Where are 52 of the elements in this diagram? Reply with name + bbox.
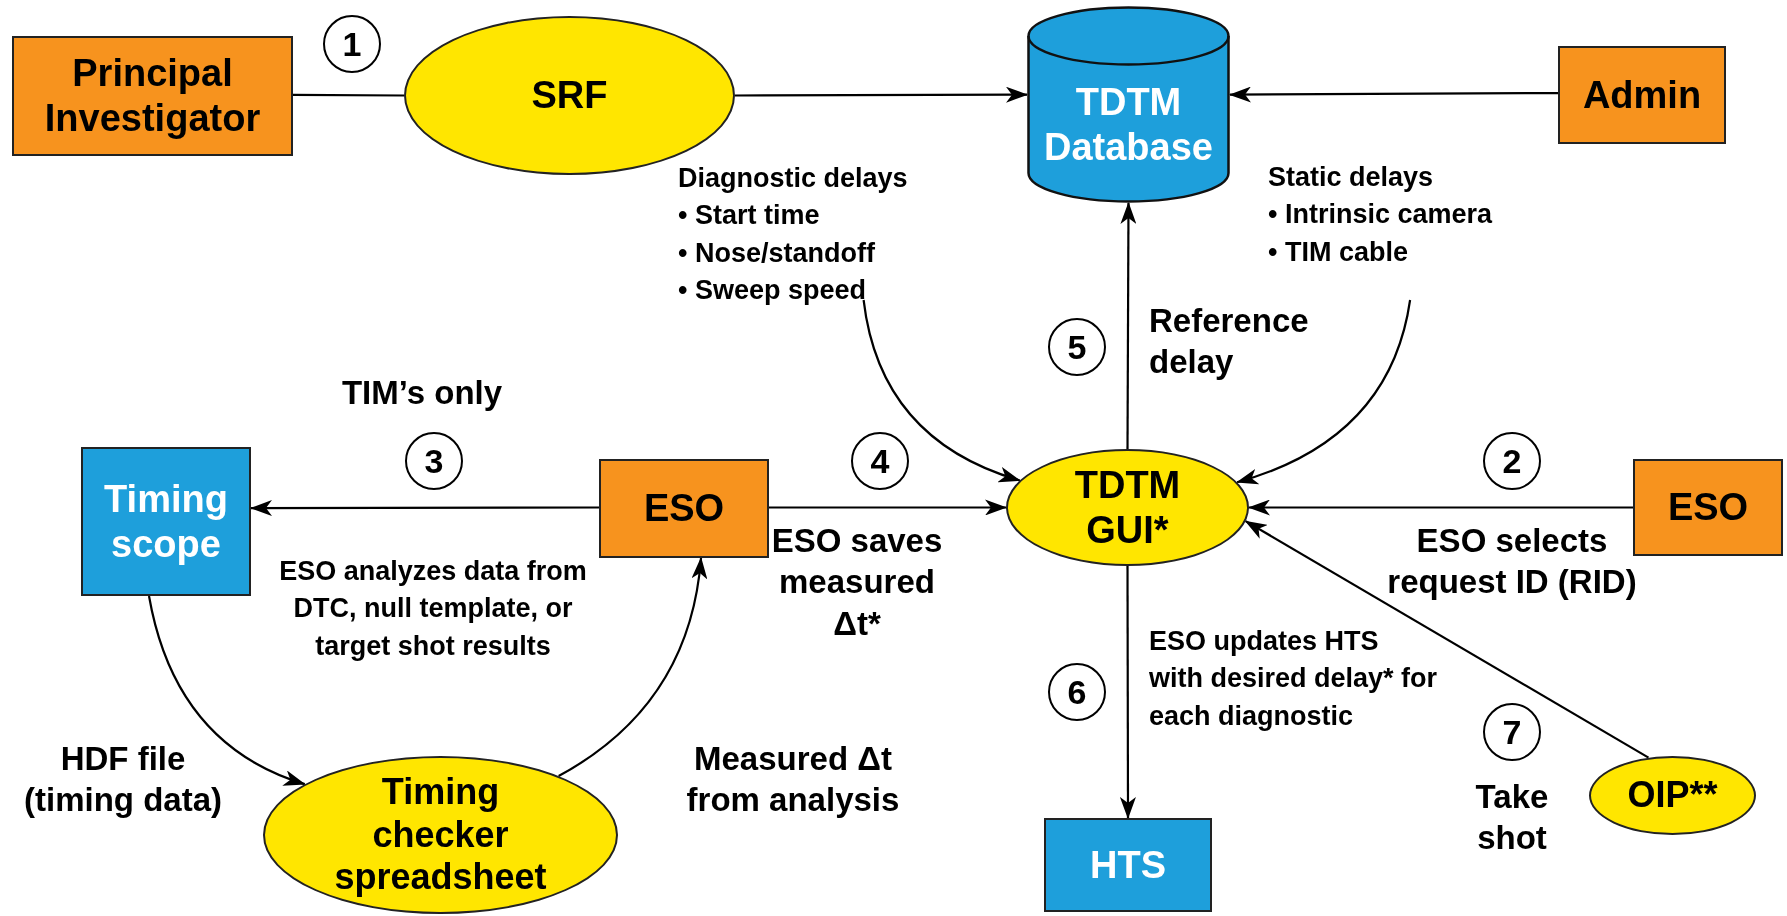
list-item: • Start time	[678, 199, 820, 233]
process-box	[1633, 459, 1783, 556]
list-heading: Diagnostic delays	[678, 162, 908, 195]
process-box	[12, 36, 293, 156]
annotation-text: ESO selects request ID (RID)	[1387, 521, 1637, 603]
list-item: • TIM cable	[1268, 235, 1408, 269]
annotation-text: ESO analyzes data from DTC, null template, or target shot results	[278, 555, 588, 663]
node-label: TDTM Database	[1043, 79, 1214, 170]
node-label: Timing checker spreadsheet	[333, 771, 548, 899]
arrow	[862, 299, 1021, 482]
node-label: OIP**	[1627, 774, 1718, 817]
node-label: SRF	[531, 73, 608, 118]
annotation-text: Take shot	[1474, 777, 1550, 859]
list-item: • Intrinsic camera	[1268, 198, 1493, 232]
annotation-text: Measured Δt from analysis	[685, 739, 901, 821]
node-label: Principal Investigator	[43, 51, 262, 141]
arrow	[250, 500, 599, 517]
node-label: TDTM GUI*	[1073, 462, 1182, 553]
node-label: Timing scope	[103, 476, 229, 567]
process-box	[599, 459, 769, 558]
list-heading: Static delays	[1268, 161, 1434, 194]
annotation-text: ESO saves measured Δt*	[770, 521, 944, 644]
arrow	[735, 86, 1028, 103]
callout-number: 6	[1048, 663, 1106, 721]
callout-number: 7	[1483, 703, 1541, 761]
callout-number: 4	[851, 432, 909, 490]
callout-number: 5	[1048, 318, 1106, 376]
arrow	[558, 557, 707, 777]
arrow	[769, 499, 1007, 516]
list-item: • Nose/standoff	[678, 236, 875, 270]
annotation-text: HDF file (timing data)	[23, 739, 223, 821]
callout-number: 1	[323, 15, 381, 73]
arrow	[1236, 299, 1412, 484]
arrow	[1120, 202, 1137, 449]
callout-number: 2	[1483, 432, 1541, 490]
arrow	[1229, 86, 1558, 103]
node-label: Admin	[1582, 72, 1702, 118]
node-label: ESO	[1667, 485, 1749, 530]
callout-number: 3	[405, 432, 463, 490]
node-label: ESO	[643, 486, 725, 531]
annotation-text: TIM’s only	[340, 373, 504, 413]
annotation-text: Reference delay	[1149, 301, 1310, 383]
process-box	[1558, 46, 1726, 144]
arrow	[1248, 499, 1633, 516]
connector-line	[293, 93, 404, 97]
list-item: • Sweep speed	[678, 273, 867, 307]
process-box	[1044, 818, 1212, 912]
annotation-text: ESO updates HTS with desired delay* for each diagnostic	[1149, 625, 1439, 733]
process-box	[81, 447, 251, 596]
arrow	[1119, 566, 1136, 819]
node-label: HTS	[1090, 842, 1166, 888]
arrow	[147, 595, 306, 786]
